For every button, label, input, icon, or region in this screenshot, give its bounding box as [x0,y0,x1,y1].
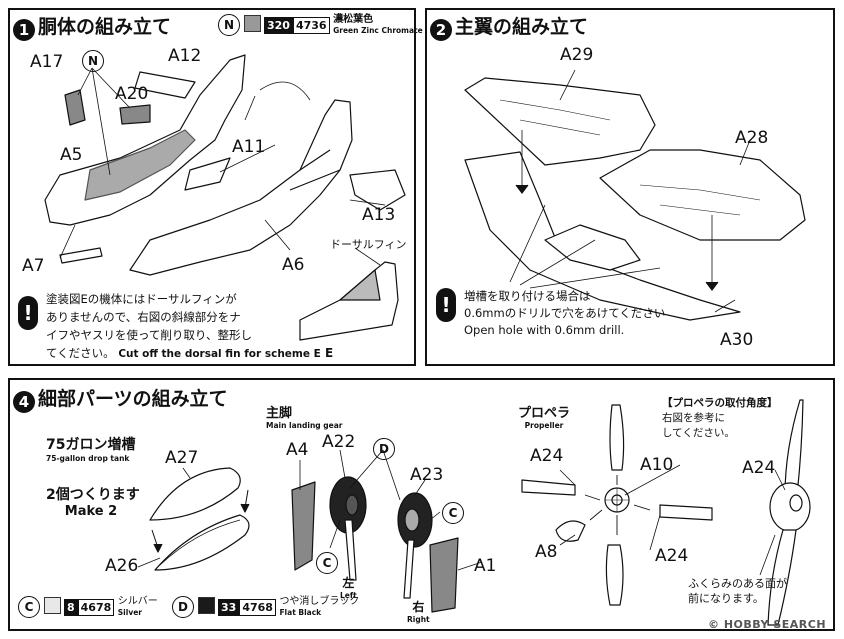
paint-name-en: Green Zinc Chromate [333,26,423,35]
step4-number: 4 [13,391,35,413]
warning-icon-2: ! [436,288,456,322]
part-label-n: N [82,50,104,72]
part-label-a26: A26 [105,556,139,576]
callout-c-left: C [316,552,338,574]
prop-angle-bottom-note: ふくらみのある面が 前になります。 [688,576,787,606]
step1-note-line-3: イフやヤスリを使って削り取り、整形し [46,328,252,342]
part-label-a24-left: A24 [530,446,564,466]
make-two-note: 2個つくります Make 2 [46,484,140,519]
paint-name-ja: 濃松葉色 [333,14,374,25]
right-label-ja: 右 [412,600,425,614]
watermark: © HOBBY SEARCH [708,618,827,631]
part-label-a17: A17 [30,52,64,72]
step1-note-en: Cut off the dorsal fin for scheme E [118,348,321,360]
legend-code-a-silver: 8 [64,599,78,616]
landing-gear-title-en: Main landing gear [266,421,343,430]
step1-title-text: 胴体の組み立て [38,16,172,38]
part-label-a11: A11 [232,137,266,157]
part-label-a27: A27 [165,448,199,468]
legend-chip-black [197,597,215,614]
part-label-a7: A7 [22,256,45,276]
landing-gear-title-ja: 主脚 [266,406,293,421]
part-label-a8: A8 [535,542,558,562]
prop-angle-bottom-2: 前になります。 [688,592,764,605]
part-label-a5: A5 [60,145,83,165]
prop-angle-line-1: 右図を参考に [662,412,725,424]
drop-tank-title-ja: 75ガロン増槽 [46,437,136,453]
step2-note: 増槽を取り付ける場合は 0.6mmのドリルで穴をあけてください Open hol… [464,288,665,339]
part-label-a24-bottom: A24 [655,546,689,566]
left-label-ja: 左 [342,576,355,590]
part-label-a22: A22 [322,432,356,452]
part-label-a6: A6 [282,255,305,275]
landing-gear-heading: 主脚 Main landing gear [266,402,343,430]
callout-c-right: C [442,502,464,524]
drop-tank-heading: 75ガロン増槽 75-gallon drop tank [46,434,135,463]
step2-title-text: 主翼の組み立て [455,16,589,38]
step2-number: 2 [430,19,452,41]
propeller-title-en: Propeller [524,421,564,430]
step1-note-line-4: てください。 [46,346,115,360]
prop-angle-line-2: してください。 [662,427,735,439]
legend-mark-c: C [18,596,40,618]
part-label-a24-angle: A24 [742,458,776,478]
legend-name-ja-black: つや消しブラック [279,596,360,607]
legend-chip-silver [43,597,61,614]
make-two-ja: 2個つくります [46,487,140,503]
step4-title-text: 細部パーツの組み立て [38,388,228,410]
step1-note: 塗装図Eの機体にはドーサルフィンが ありませんので、右図の斜線部分をナ イフやヤ… [46,292,334,360]
prop-angle-bottom-1: ふくらみのある面が [688,577,787,590]
part-label-a13: A13 [362,205,396,225]
part-label-a20: A20 [115,84,149,104]
callout-d: D [373,438,395,460]
left-label-en: Left [340,591,357,600]
right-label: 右 Right [407,598,430,624]
make-two-en: Make 2 [64,504,118,519]
paint-code-a: 320 [264,17,293,34]
legend-name-en-silver: Silver [117,608,142,617]
part-label-a28: A28 [735,128,769,148]
step1-number: 1 [13,19,35,41]
paint-chip [243,15,261,32]
prop-angle-heading: 【プロペラの取付角度】 右図を参考に してください。 [662,396,778,441]
drop-tank-title-en: 75-gallon drop tank [46,454,130,463]
legend-code-b-silver: 4678 [77,599,115,616]
step2-note-line-3: Open hole with 0.6mm drill. [464,323,625,337]
part-label-a23: A23 [410,465,444,485]
propeller-title-ja: プロペラ [518,406,571,421]
legend-code-b-black: 4768 [239,599,276,616]
right-label-en: Right [407,615,430,624]
part-label-a29: A29 [560,45,594,65]
dorsal-fin-label: ドーサルフィン [330,238,407,251]
part-label-a10: A10 [640,455,674,475]
legend-code-a-black: 33 [218,599,240,616]
left-label: 左 Left [340,574,357,600]
step1-note-line-2: ありませんので、右図の斜線部分をナ [46,310,241,324]
legend-mark-d: D [172,596,194,618]
propeller-heading: プロペラ Propeller [518,402,570,430]
step1-note-line-1: 塗装図Eの機体にはドーサルフィンが [46,292,237,306]
part-label-a12: A12 [168,46,202,66]
prop-angle-title: 【プロペラの取付角度】 [662,397,778,409]
paint-code-b: 4736 [292,17,330,34]
part-label-a1: A1 [474,556,497,576]
paint-mark-n: N [218,14,240,36]
step2-note-line-2: 0.6mmのドリルで穴をあけてください [464,306,666,320]
legend-name-ja-silver: シルバー [117,596,158,607]
legend-name-en-black: Flat Black [279,608,322,617]
step2-note-line-1: 増槽を取り付ける場合は [464,289,591,303]
part-label-a30: A30 [720,330,754,350]
warning-icon: ! [18,296,38,330]
part-label-a4: A4 [286,440,309,460]
